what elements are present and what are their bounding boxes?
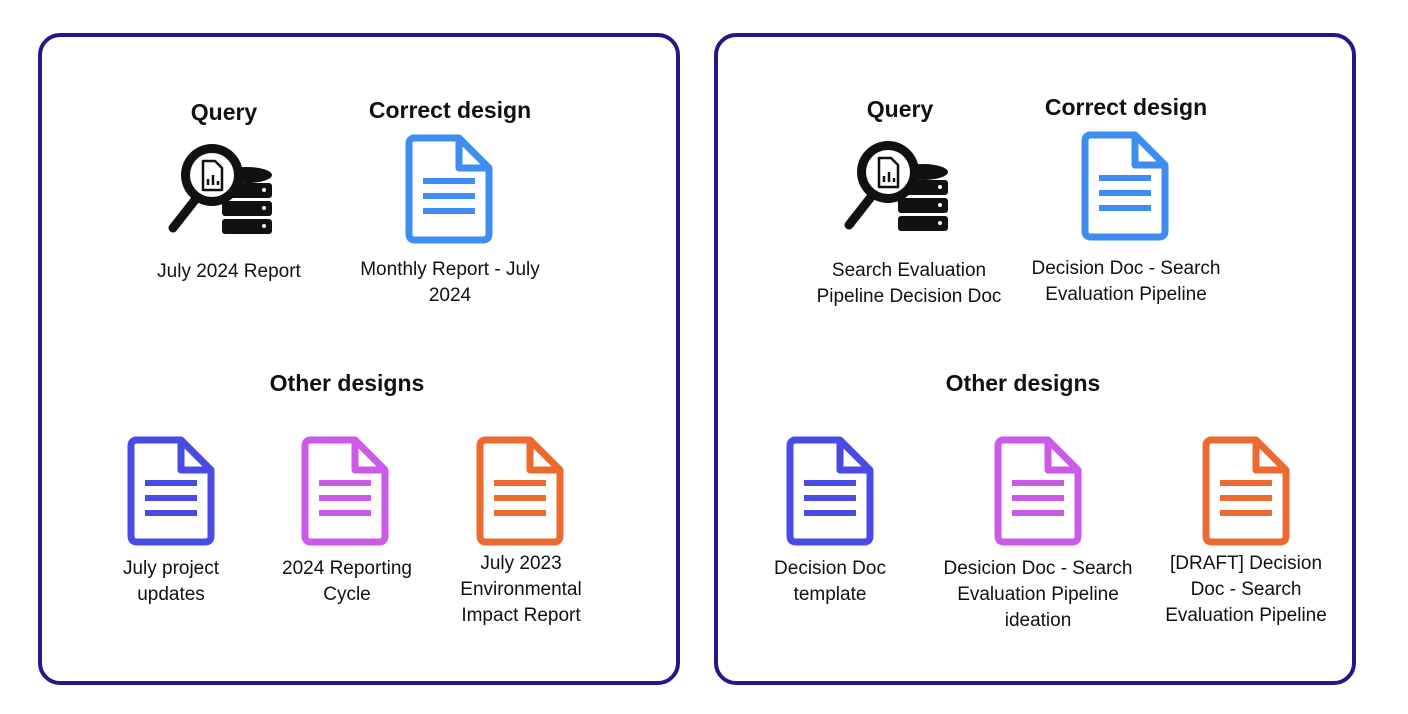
example-panel-left: Query Correct design July 2024 Report Mo… [38,33,680,685]
query-label: July 2024 Report [157,261,301,282]
correct-design-label: Monthly Report - July 2024 [360,259,540,306]
other-design-label: Desicion Doc - Search Evaluation Pipelin… [943,558,1133,631]
other-designs-heading: Other designs [269,370,425,396]
query-heading: Query [866,96,934,122]
other-design-label: July project updates [122,558,220,605]
correct-design-label: Decision Doc - Search Evaluation Pipelin… [1031,258,1221,305]
correct-document-icon [405,134,493,244]
example-panel-right: Query Correct design Search Evaluation P… [714,33,1356,685]
other-document-icon [786,436,874,546]
other-design-label: Decision Doc template [774,558,886,605]
magnifier-database-icon [167,138,279,250]
other-design-label: July 2023 Environmental Impact Report [460,553,582,626]
other-document-icon [127,436,215,546]
other-document-icon [301,436,389,546]
other-document-icon [476,436,564,546]
other-designs-heading: Other designs [945,370,1101,396]
query-label: Search Evaluation Pipeline Decision Doc [816,260,1002,307]
other-design-label: 2024 Reporting Cycle [282,558,412,605]
correct-document-icon [1081,131,1169,241]
magnifier-database-icon [843,135,955,247]
other-document-icon [1202,436,1290,546]
other-document-icon [994,436,1082,546]
correct-design-heading: Correct design [368,97,532,123]
query-heading: Query [190,99,258,125]
correct-design-heading: Correct design [1044,94,1208,120]
other-design-label: [DRAFT] Decision Doc - Search Evaluation… [1165,553,1327,626]
